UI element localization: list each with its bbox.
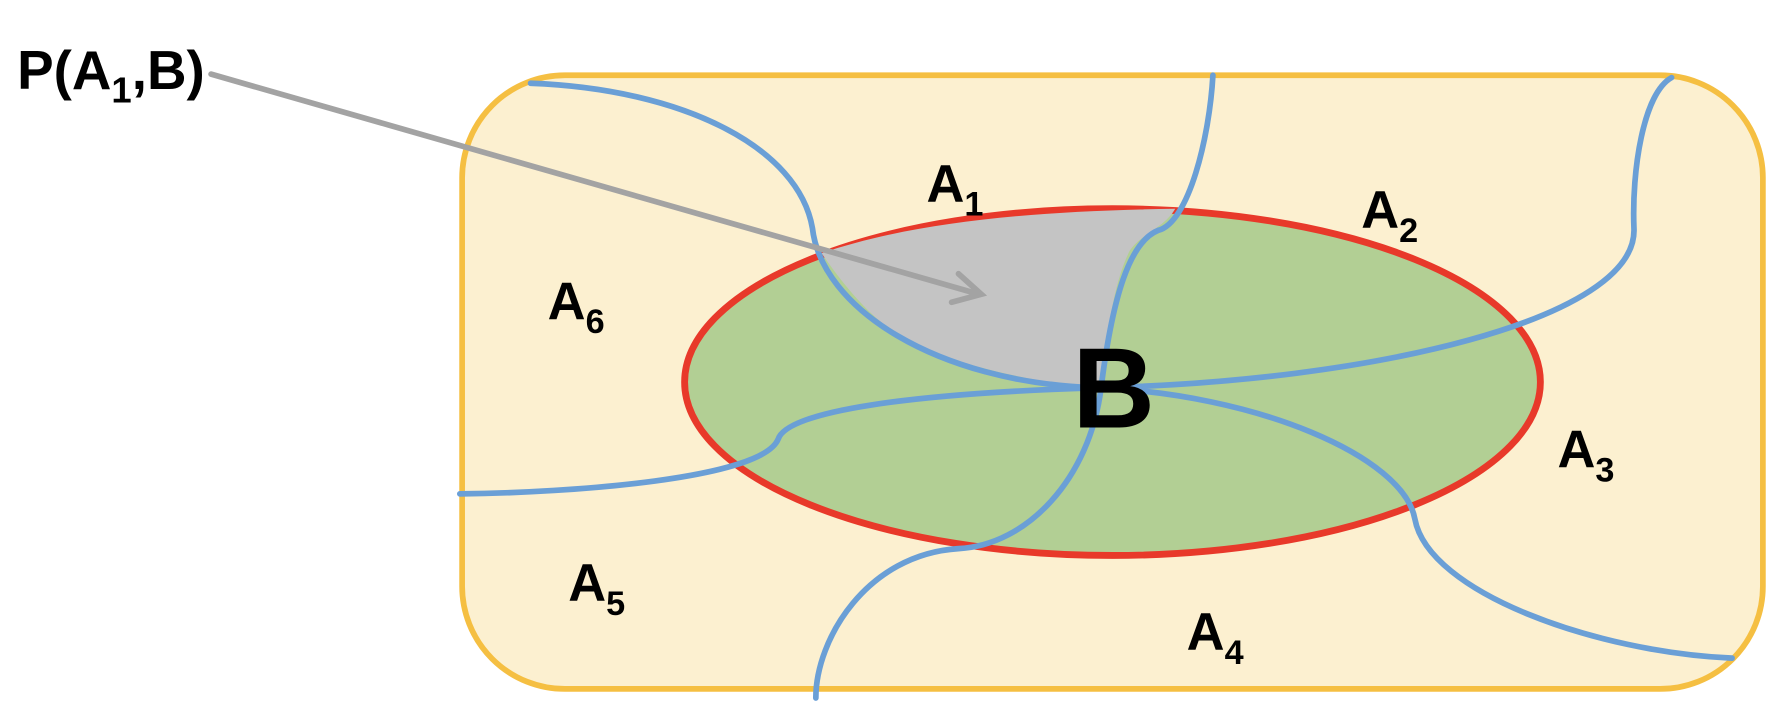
intersection-a1-b — [821, 208, 1176, 388]
set-b-label: B — [1073, 326, 1155, 453]
partition-lines — [456, 72, 1735, 701]
partition-line-2 — [812, 72, 1216, 701]
arrow — [208, 71, 988, 306]
partition-label-a1: A1 — [927, 156, 984, 224]
partition-label-a6: A6 — [548, 273, 605, 341]
partition-label-a4: A4 — [1187, 604, 1244, 672]
partition-line-3 — [456, 74, 1675, 497]
partition-label-a3: A3 — [1558, 422, 1615, 490]
partition-label-a5: A5 — [568, 555, 625, 623]
probability-label: P(A1,B) — [17, 39, 205, 111]
partition-label-a2: A2 — [1361, 182, 1418, 250]
